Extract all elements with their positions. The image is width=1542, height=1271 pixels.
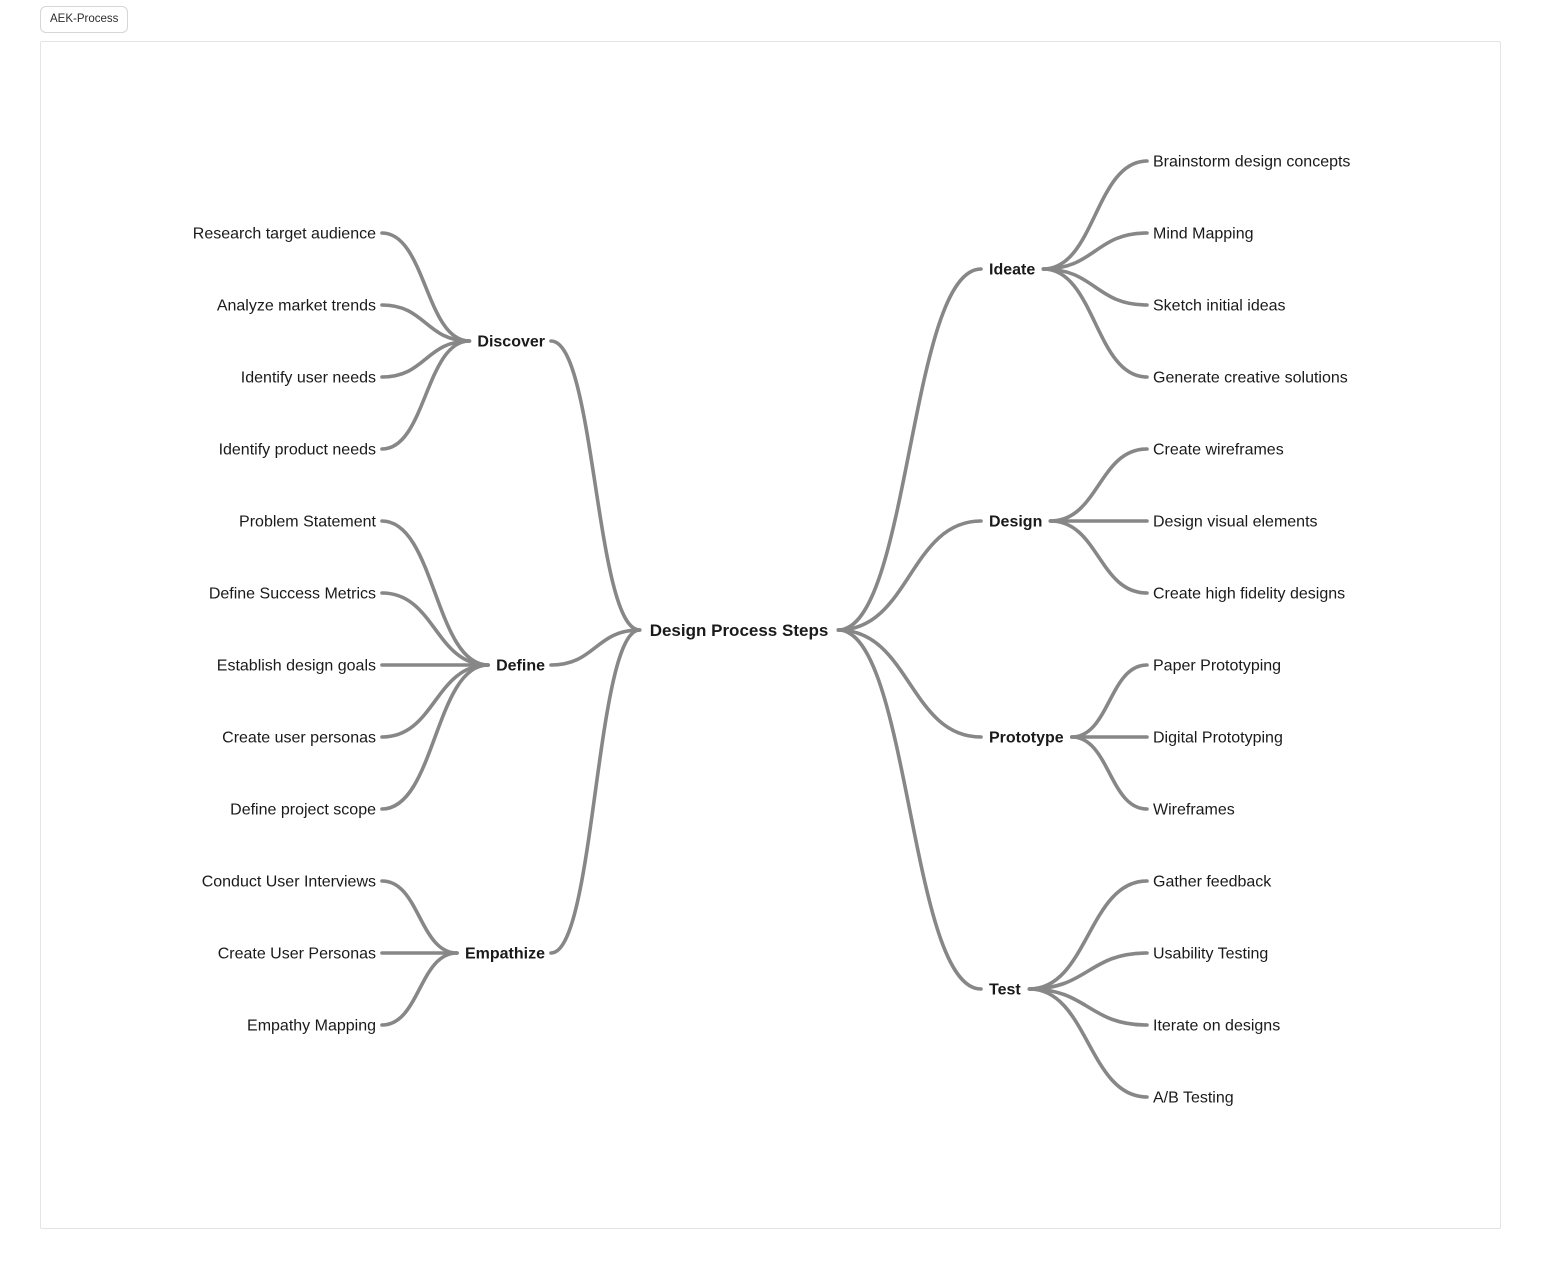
link-empathize-conduct-user-interviews [380, 879, 459, 955]
leaf-node-create-wireframes[interactable]: Create wireframes [1153, 442, 1284, 459]
branch-node-design[interactable]: Design [989, 514, 1042, 531]
leaf-node-conduct-user-interviews[interactable]: Conduct User Interviews [202, 874, 376, 891]
mindmap-canvas [40, 41, 1501, 1229]
leaf-node-gather-feedback[interactable]: Gather feedback [1153, 874, 1272, 891]
link-discover-identify-user-needs [380, 339, 472, 379]
link-root-design [836, 519, 983, 632]
branch-node-discover[interactable]: Discover [477, 334, 545, 351]
leaf-node-research-target-audience[interactable]: Research target audience [193, 226, 376, 243]
leaf-node-create-user-personas[interactable]: Create User Personas [218, 946, 376, 963]
leaf-node-empathy-mapping[interactable]: Empathy Mapping [247, 1018, 376, 1035]
link-define-problem-statement [380, 519, 490, 667]
leaf-node-analyze-market-trends[interactable]: Analyze market trends [217, 298, 376, 315]
leaf-node-problem-statement[interactable]: Problem Statement [239, 514, 377, 531]
link-design-create-wireframes [1048, 447, 1149, 523]
root-node[interactable]: Design Process Steps [650, 621, 829, 640]
link-define-define-project-scope [380, 663, 490, 811]
link-ideate-generate-creative-solutions [1041, 267, 1149, 379]
branch-node-prototype[interactable]: Prototype [989, 730, 1064, 747]
branch-node-define[interactable]: Define [496, 658, 545, 675]
link-test-iterate-on-designs [1027, 987, 1149, 1027]
leaf-node-wireframes[interactable]: Wireframes [1153, 802, 1235, 819]
leaf-node-create-high-fidelity-designs[interactable]: Create high fidelity designs [1153, 586, 1345, 603]
leaf-node-define-project-scope[interactable]: Define project scope [230, 802, 376, 819]
link-define-create-user-personas [380, 663, 490, 739]
leaf-node-create-user-personas[interactable]: Create user personas [222, 730, 376, 747]
branch-node-empathize[interactable]: Empathize [465, 946, 545, 963]
link-test-usability-testing [1027, 951, 1149, 991]
link-ideate-brainstorm-design-concepts [1041, 159, 1149, 271]
link-ideate-mind-mapping [1041, 231, 1149, 271]
leaf-node-brainstorm-design-concepts[interactable]: Brainstorm design concepts [1153, 154, 1350, 171]
leaf-node-digital-prototyping[interactable]: Digital Prototyping [1153, 730, 1283, 747]
link-ideate-sketch-initial-ideas [1041, 267, 1149, 307]
tab-aek-process[interactable]: AEK-Process [40, 6, 129, 33]
leaf-node-generate-creative-solutions[interactable]: Generate creative solutions [1153, 370, 1348, 387]
link-discover-analyze-market-trends [380, 303, 472, 343]
link-root-test [836, 628, 983, 991]
leaf-node-define-success-metrics[interactable]: Define Success Metrics [209, 586, 376, 603]
leaf-node-establish-design-goals[interactable]: Establish design goals [217, 658, 376, 675]
link-test-gather-feedback [1027, 879, 1149, 991]
branch-node-test[interactable]: Test [989, 982, 1021, 999]
link-root-ideate [836, 267, 983, 632]
link-root-define [549, 628, 642, 667]
link-root-prototype [836, 628, 983, 739]
link-root-discover [549, 339, 642, 632]
link-root-empathize [549, 628, 642, 955]
leaf-node-a-b-testing[interactable]: A/B Testing [1153, 1090, 1234, 1107]
link-test-a-b-testing [1027, 987, 1149, 1099]
leaf-node-mind-mapping[interactable]: Mind Mapping [1153, 226, 1254, 243]
leaf-node-usability-testing[interactable]: Usability Testing [1153, 946, 1268, 963]
leaf-node-sketch-initial-ideas[interactable]: Sketch initial ideas [1153, 298, 1286, 315]
leaf-node-identify-user-needs[interactable]: Identify user needs [241, 370, 376, 387]
branch-node-ideate[interactable]: Ideate [989, 262, 1035, 279]
link-discover-identify-product-needs [380, 339, 472, 451]
leaf-node-design-visual-elements[interactable]: Design visual elements [1153, 514, 1318, 531]
leaf-node-identify-product-needs[interactable]: Identify product needs [219, 442, 376, 459]
leaf-node-iterate-on-designs[interactable]: Iterate on designs [1153, 1018, 1280, 1035]
link-design-create-high-fidelity-designs [1048, 519, 1149, 595]
link-discover-research-target-audience [380, 231, 472, 343]
leaf-node-paper-prototyping[interactable]: Paper Prototyping [1153, 658, 1281, 675]
link-define-define-success-metrics [380, 591, 490, 667]
link-empathize-empathy-mapping [380, 951, 459, 1027]
link-prototype-wireframes [1069, 735, 1149, 811]
link-prototype-paper-prototyping [1069, 663, 1149, 739]
